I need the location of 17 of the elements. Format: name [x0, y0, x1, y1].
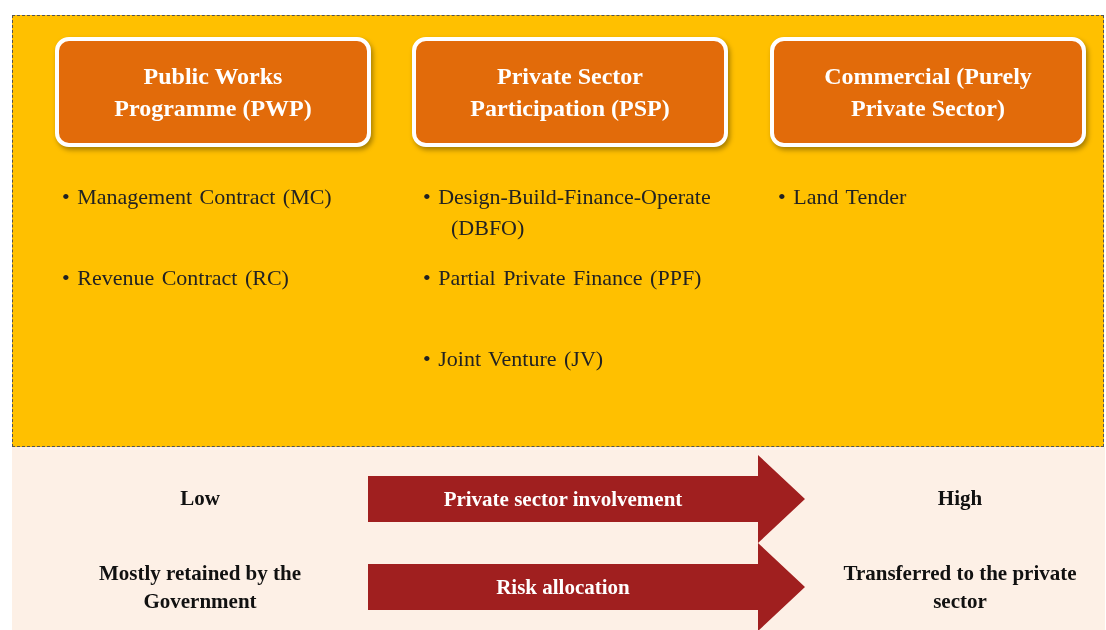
category-box: Public Works Programme (PWP)	[55, 37, 371, 147]
bullet-item: • Revenue Contract (RC)	[62, 264, 290, 292]
bullet-item: • Design-Build-Finance-Operate (DBFO)	[423, 183, 712, 242]
scale-label: Mostly retained by the Government	[98, 560, 302, 615]
scale-label: Transferred to the private sector	[842, 560, 1078, 615]
scale-label: High	[936, 485, 984, 512]
arrow-label: Private sector involvement	[442, 485, 684, 513]
category-box: Private Sector Participation (PSP)	[412, 37, 728, 147]
bullet-item: • Management Contract (MC)	[62, 183, 333, 211]
arrow-label: Risk allocation	[495, 573, 631, 601]
category-box: Commercial (Purely Private Sector)	[770, 37, 1086, 147]
scale-label: Low	[179, 485, 221, 512]
arrow-banner	[368, 455, 805, 543]
arrow-banner	[368, 543, 805, 630]
bullet-item: • Land Tender	[778, 183, 908, 211]
bullet-item: • Partial Private Finance (PPF)	[423, 264, 703, 292]
bullet-item: • Joint Venture (JV)	[423, 345, 605, 373]
